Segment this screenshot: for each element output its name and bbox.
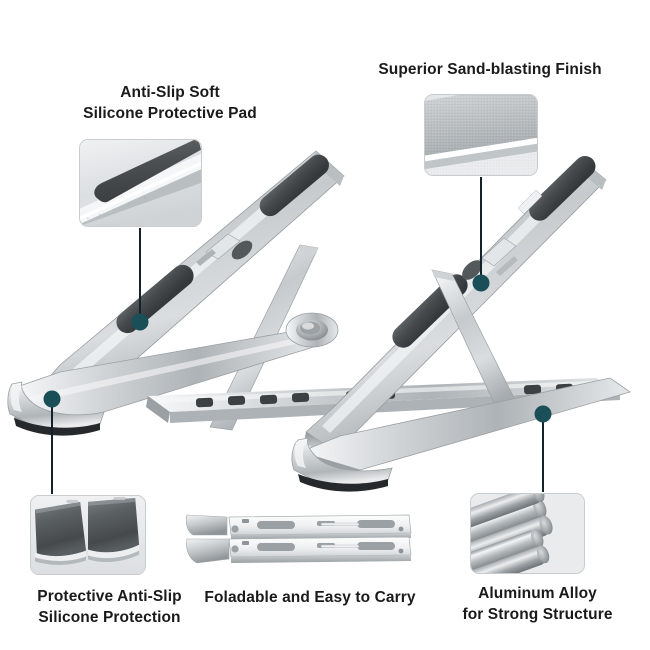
label-foldable-and-easy-to-carry: Foladable and Easy to Carry	[204, 589, 416, 606]
silicone-feet-closeup-image	[31, 496, 145, 574]
callout-sandblast-finish	[424, 94, 538, 176]
label-aluminum-alloy-for-strong-structure: Aluminum Alloy for Strong Structure	[462, 585, 613, 623]
label-superior-sand-blasting-finish: Superior Sand-blasting Finish	[378, 61, 602, 78]
left-foot	[7, 381, 105, 436]
label-protective-anti-slip-silicone-protection: Protective Anti-Slip Silicone Protection	[37, 588, 182, 626]
connector-dot-aluminum	[534, 405, 552, 423]
folded-stand-upper-slab	[228, 514, 412, 540]
callout-aluminum-alloy	[470, 493, 585, 574]
left-support-arm	[28, 150, 345, 425]
right-arm-notch	[462, 189, 543, 280]
connector-dot-protective	[43, 390, 61, 408]
connector-dot-anti-slip	[131, 313, 149, 331]
left-arm-notch	[196, 233, 253, 266]
label-anti-slip-soft-silicone-protective-pad: Anti-Slip Soft Silicone Protective Pad	[83, 84, 257, 122]
silicone-pad-closeup-image	[80, 140, 201, 226]
sandblast-closeup-image	[425, 95, 537, 175]
right-foot	[291, 437, 393, 492]
connector-dot-sandblast	[472, 274, 490, 292]
folded-stand-illustration	[185, 514, 412, 564]
silicone-pad-right-upper	[529, 155, 596, 221]
callout-silicone-protection	[30, 495, 146, 575]
callout-silicone-pad	[79, 139, 202, 227]
folded-stand-lower-slab	[228, 536, 412, 563]
center-pivot-hinge	[285, 312, 339, 348]
silicone-pad-left-upper	[259, 154, 329, 217]
aluminum-bars-closeup-image	[471, 494, 584, 573]
